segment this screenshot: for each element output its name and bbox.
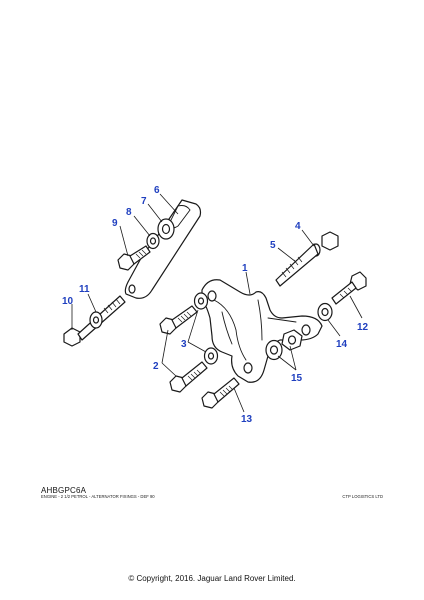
copyright-notice: © Copyright, 2016. Jaguar Land Rover Lim… — [128, 574, 296, 583]
washer — [317, 302, 333, 322]
diagram-caption: ENGINE - 2 1/2 PETROL - ALTERNATOR FIXIN… — [41, 494, 155, 499]
bolt — [117, 245, 151, 271]
callout-7: 7 — [141, 196, 147, 207]
bolt — [201, 377, 240, 409]
callout-14: 14 — [336, 339, 348, 350]
callout-3: 3 — [181, 339, 187, 350]
bolt — [275, 231, 339, 287]
callout-15: 15 — [291, 373, 303, 384]
diagram-code: AHBGPC6A — [41, 486, 87, 495]
callout-8: 8 — [126, 207, 132, 218]
callout-13: 13 — [241, 414, 253, 425]
bolt — [331, 271, 367, 305]
washer — [157, 218, 175, 240]
bracket — [201, 279, 323, 383]
callout-5: 5 — [270, 240, 276, 251]
bolt — [169, 361, 208, 393]
callout-1: 1 — [242, 263, 248, 274]
washer — [89, 311, 103, 329]
washer — [265, 339, 283, 361]
callout-6: 6 — [154, 185, 160, 196]
washer — [146, 232, 160, 250]
callout-11: 11 — [79, 284, 90, 295]
callout-4: 4 — [295, 221, 301, 232]
callout-2: 2 — [153, 361, 159, 372]
callout-labels: 1 2 3 4 5 6 7 8 9 10 11 12 13 14 15 — [62, 185, 369, 425]
adjusting-link — [124, 199, 202, 299]
washer — [193, 292, 209, 310]
nut — [281, 329, 303, 351]
callout-12: 12 — [357, 322, 369, 333]
leader-lines — [71, 193, 363, 413]
callout-9: 9 — [112, 218, 118, 229]
logistics-note: CTP LOGISTICS LTD — [342, 494, 383, 499]
washer — [203, 347, 219, 365]
callout-10: 10 — [62, 296, 74, 307]
bolt — [159, 305, 198, 335]
